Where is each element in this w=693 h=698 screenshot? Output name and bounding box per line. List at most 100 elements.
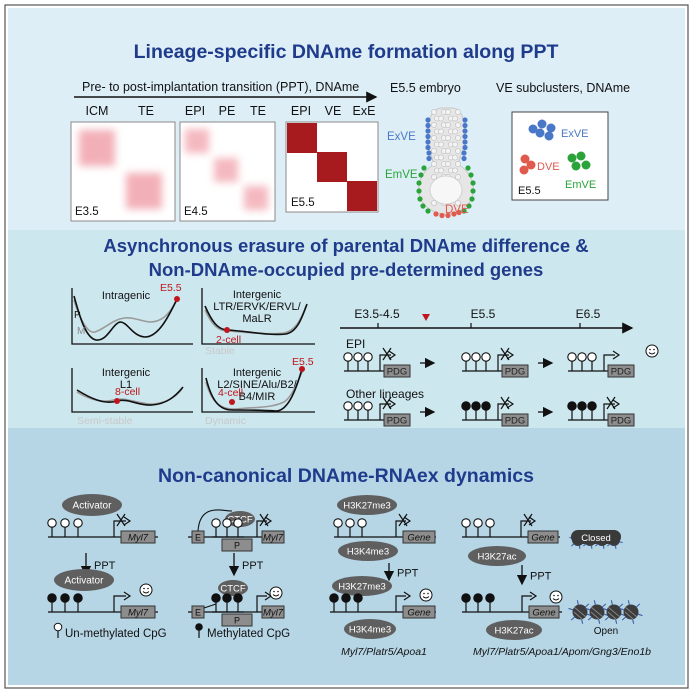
scenario-ctcf: ECTCFPMyl7PPTECTCFPMyl7 — [188, 509, 285, 627]
emve-dot — [571, 161, 581, 171]
embryo-cell — [438, 115, 444, 122]
unmethylated-cpg — [461, 352, 471, 362]
plot-axes — [201, 288, 315, 345]
embryo-cavity — [429, 175, 463, 205]
embryo-cell — [431, 161, 437, 167]
histone-tail — [632, 618, 635, 624]
emve-cell — [418, 172, 424, 178]
embryo-cell — [455, 135, 461, 141]
label-m: M — [77, 326, 85, 337]
emve-cell — [420, 203, 426, 209]
methylated-cpg — [73, 593, 83, 603]
point-label: 8-cell — [115, 386, 140, 398]
exve-cell — [461, 150, 467, 156]
methylated-cpg — [329, 593, 339, 603]
matrix-label-ve: VE — [325, 104, 342, 118]
methylated-cpg — [60, 593, 70, 603]
emve-cell — [421, 165, 427, 171]
histone-tail — [614, 545, 617, 549]
embryo-cell — [438, 141, 444, 148]
histone-tail — [595, 543, 599, 547]
nucleosome-mark — [573, 606, 587, 620]
promoter-box — [221, 613, 253, 627]
unmethylated-cpg — [60, 518, 70, 528]
plot-status: Dynamic — [205, 415, 246, 427]
unmethylated-cpg — [222, 518, 232, 528]
unmethylated-cpg — [363, 401, 373, 411]
repressed-mark — [500, 396, 510, 410]
emve-cell — [470, 180, 476, 186]
emve-cell — [466, 203, 472, 209]
panel-1: Lineage-specific DNAme formation along P… — [8, 8, 685, 230]
gene-label: PDG — [611, 367, 632, 378]
promoter-arrowhead — [388, 350, 397, 360]
methylated-cpg — [461, 401, 471, 411]
promoter-arrowhead — [612, 350, 621, 360]
enhancer-label: E — [195, 533, 201, 543]
histone-tail — [587, 616, 593, 621]
methylated-cpg — [461, 593, 471, 603]
gene-box — [120, 530, 156, 544]
emve-cell — [416, 180, 422, 186]
matrix-cell-exe — [347, 181, 377, 211]
point-marker — [174, 296, 180, 302]
gene-label: PDG — [505, 416, 526, 427]
unmethylated-cpg — [73, 518, 83, 528]
promoter-box — [221, 538, 253, 552]
exve-cell — [462, 117, 468, 123]
matrix-cell-epi — [185, 129, 209, 153]
unmethylated-cpg — [461, 518, 471, 528]
exve-cell — [426, 150, 432, 156]
histone-tail — [607, 543, 611, 547]
smiley-eye — [143, 587, 145, 590]
matrix-e45: EPI PE TE E4.5 — [179, 104, 276, 222]
histone-tail — [576, 600, 579, 606]
gene-label: Myl7 — [128, 533, 149, 544]
point-marker — [224, 327, 230, 333]
ppt-step-label: PPT — [397, 568, 419, 580]
smiley-eye — [147, 587, 149, 590]
dve-cell — [445, 212, 451, 219]
exve-dot — [535, 128, 545, 138]
embryo-cell — [455, 148, 461, 154]
epi-label: EPI — [346, 337, 365, 351]
histone-tail — [584, 603, 590, 608]
plot-title-line-2: L1 — [120, 379, 132, 391]
smiley-icon — [419, 588, 433, 602]
dve-cell — [439, 212, 445, 219]
unmethylated-cpg — [353, 401, 363, 411]
exve-cell — [462, 144, 468, 151]
repressed-mark — [500, 347, 510, 361]
promoter-arrowhead — [612, 399, 621, 409]
dve-dot — [526, 160, 536, 170]
timeline-label: E5.5 — [471, 307, 496, 321]
unmethylated-cpg — [471, 352, 481, 362]
matrix-label-te: TE — [250, 104, 266, 118]
methylated-cpg — [47, 593, 57, 603]
embryo-cell — [431, 109, 437, 115]
point-marker — [299, 366, 305, 372]
label-p: P — [74, 310, 81, 321]
ctcf-label: CTCF — [220, 584, 246, 595]
embryo-cell — [445, 161, 451, 167]
methylated-cpg — [353, 593, 363, 603]
promoter-arrowhead — [403, 591, 412, 601]
exve-cell — [462, 139, 468, 145]
exve-dot — [546, 123, 556, 133]
smiley-mouth — [648, 352, 656, 355]
exve-cell — [462, 122, 468, 129]
histone-tail — [601, 603, 607, 608]
smiley-icon — [645, 344, 659, 358]
gene-label: Gene — [407, 608, 430, 619]
unmethylated-cpg — [481, 352, 491, 362]
matrix-label-pe: PE — [219, 104, 236, 118]
e55-embryo-illustration — [416, 107, 476, 219]
h3k27me3-shape — [332, 576, 392, 596]
matrix-cell-ve — [317, 152, 347, 182]
embryo-cell — [452, 154, 458, 161]
h3k27ac-shape — [486, 620, 542, 640]
point-marker — [229, 399, 235, 405]
embryo-cell — [445, 135, 451, 141]
